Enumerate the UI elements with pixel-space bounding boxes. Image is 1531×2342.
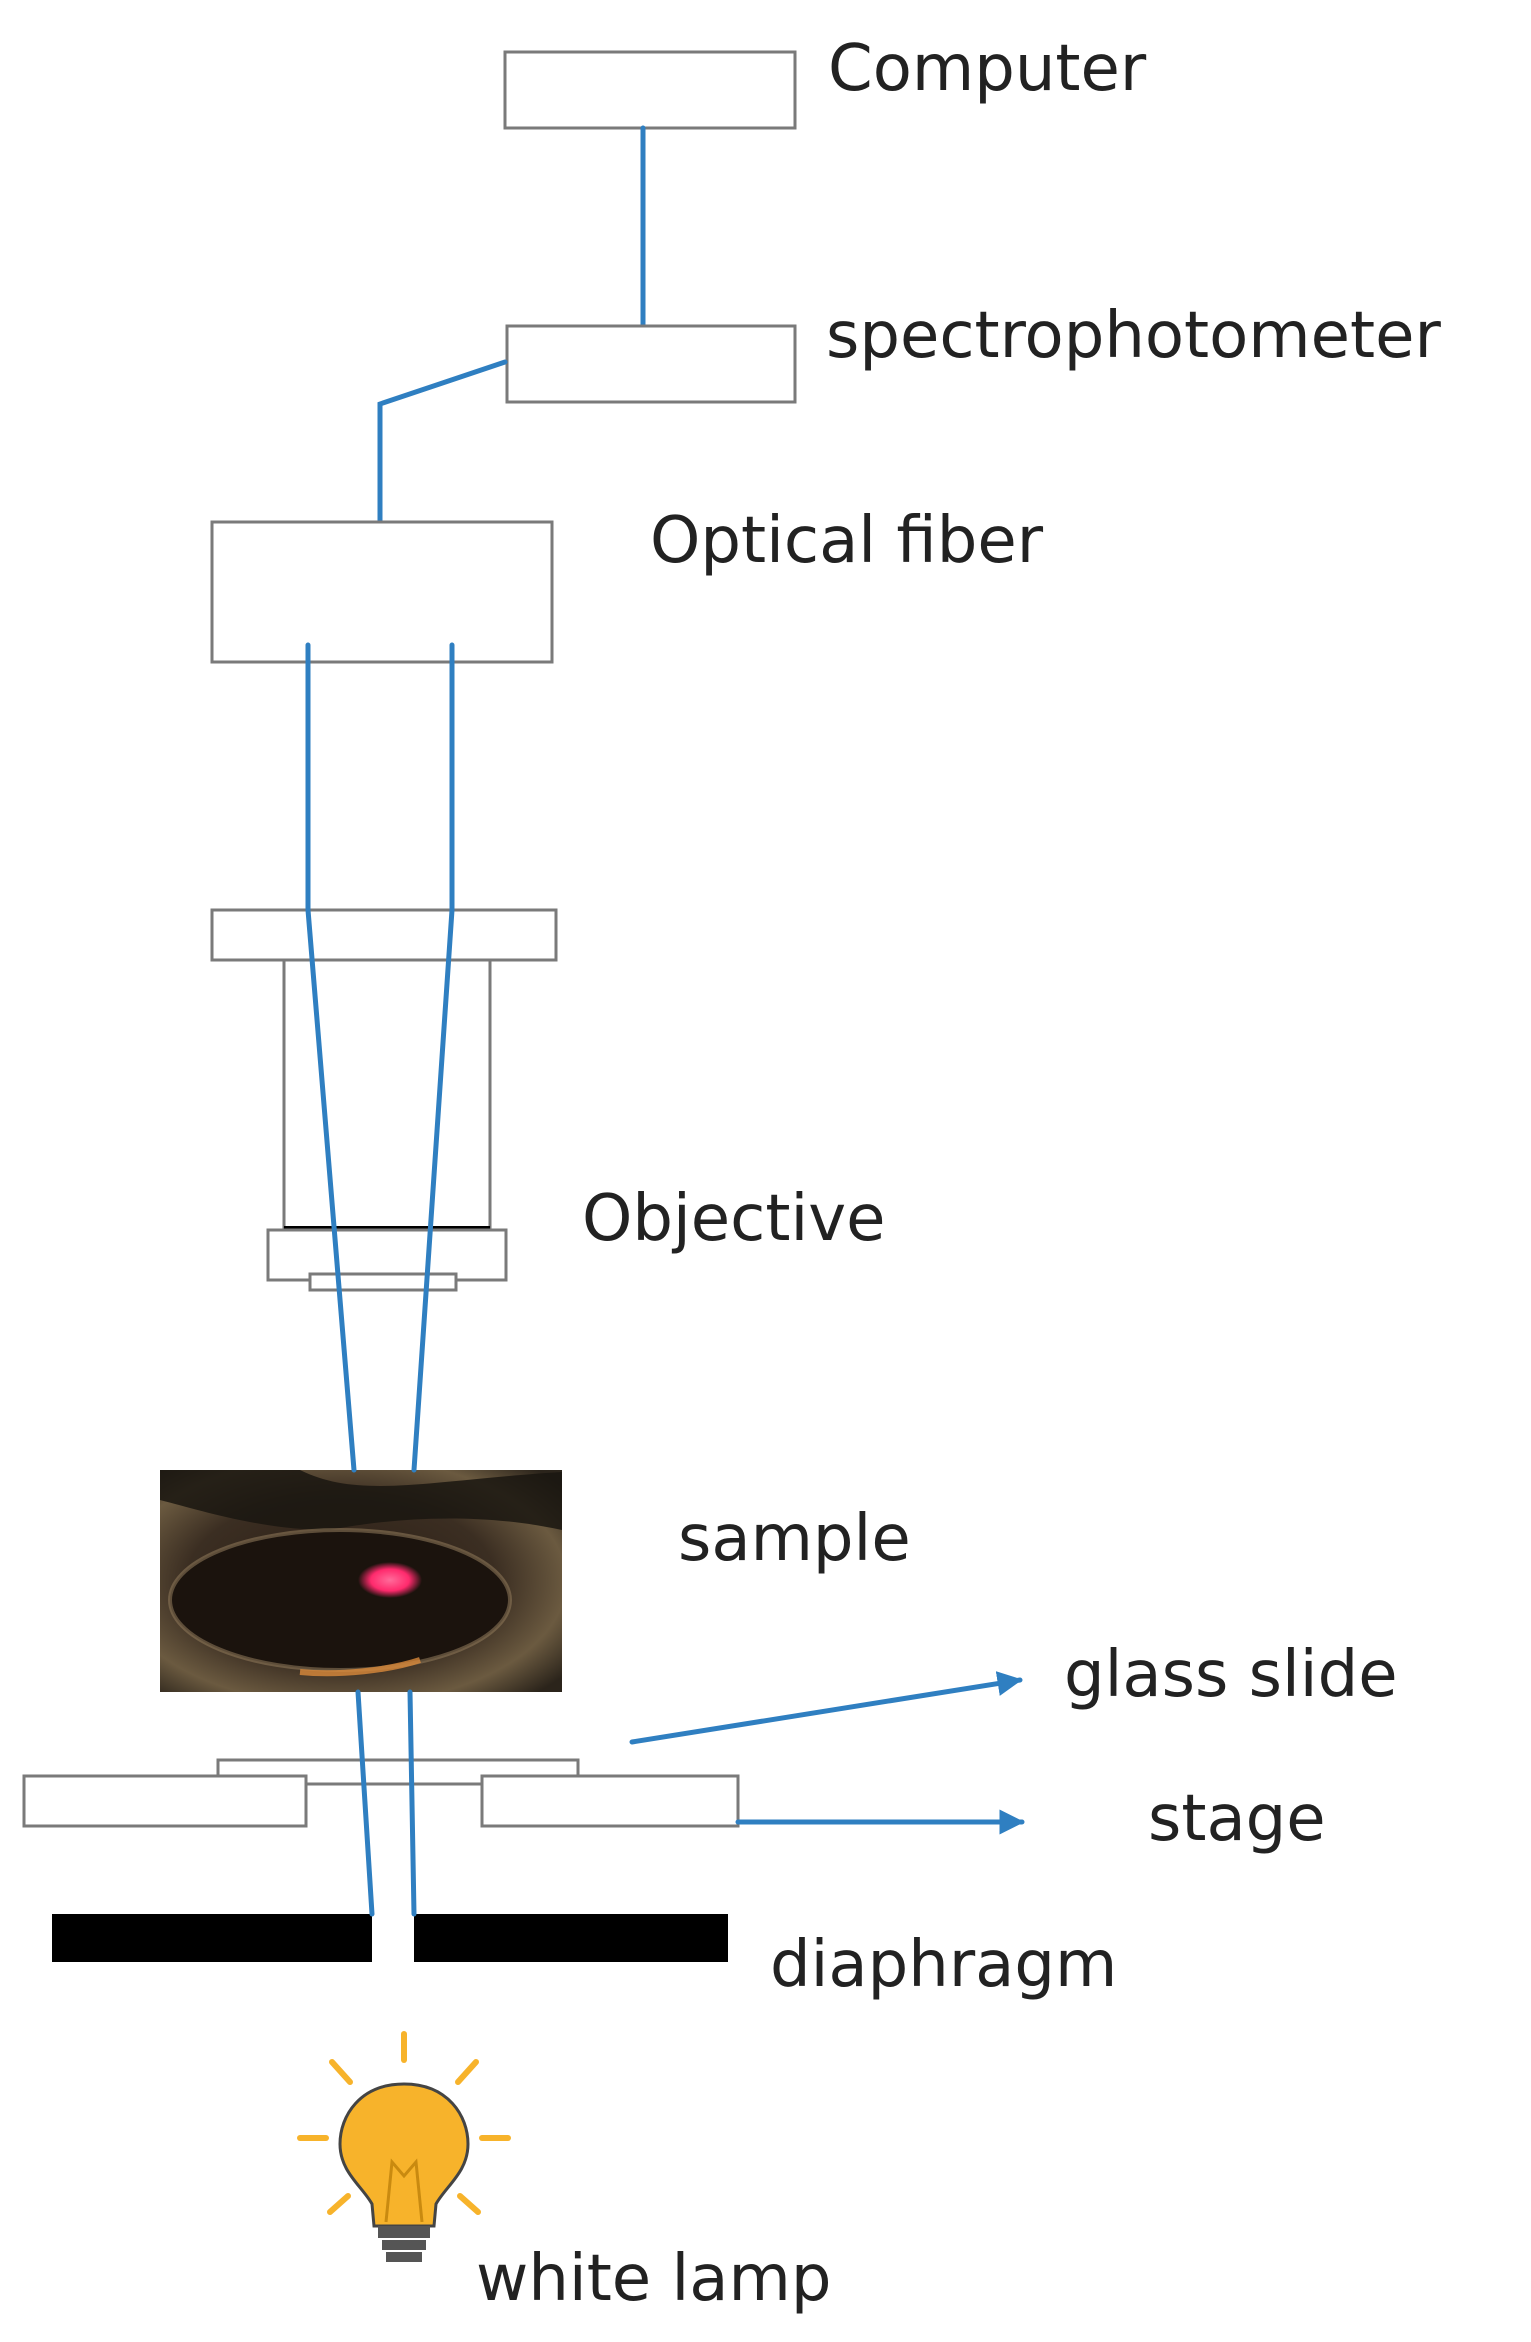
stage-left <box>22 1774 308 1828</box>
glass-slide-arrow <box>629 1671 1023 1745</box>
glass-slide-label: glass slide <box>1064 1638 1398 1712</box>
objective-lower-plate <box>266 1228 508 1282</box>
diaphragm-left <box>52 1914 372 1962</box>
white-lamp-label: white lamp <box>476 2242 831 2316</box>
diaphragm-right <box>414 1914 728 1962</box>
objective-barrel <box>282 958 492 1230</box>
objective-label: Objective <box>582 1182 885 1256</box>
light-ray-right-lower <box>407 1689 417 1917</box>
diaphragm-label: diaphragm <box>770 1928 1117 2002</box>
computer-label: Computer <box>828 32 1147 106</box>
optical-fiber-label: Optical fiber <box>650 504 1044 578</box>
lightbulb-icon <box>297 2031 511 2262</box>
sample-label: sample <box>678 1502 911 1576</box>
spectrophotometer-box <box>505 324 797 404</box>
spectrophotometer-label: spectrophotometer <box>826 299 1441 373</box>
objective-lens-element <box>308 1272 458 1292</box>
light-ray-left <box>305 642 357 1473</box>
stage-right <box>480 1774 740 1828</box>
computer-box <box>503 50 797 130</box>
light-ray-right <box>411 642 455 1473</box>
stage-label: stage <box>1148 1782 1326 1856</box>
sample-light-spot <box>358 1562 422 1598</box>
optical-fiber-box <box>210 520 554 664</box>
sample-image <box>160 1470 562 1692</box>
objective-top-plate <box>210 908 558 962</box>
light-ray-left-lower <box>355 1689 375 1917</box>
